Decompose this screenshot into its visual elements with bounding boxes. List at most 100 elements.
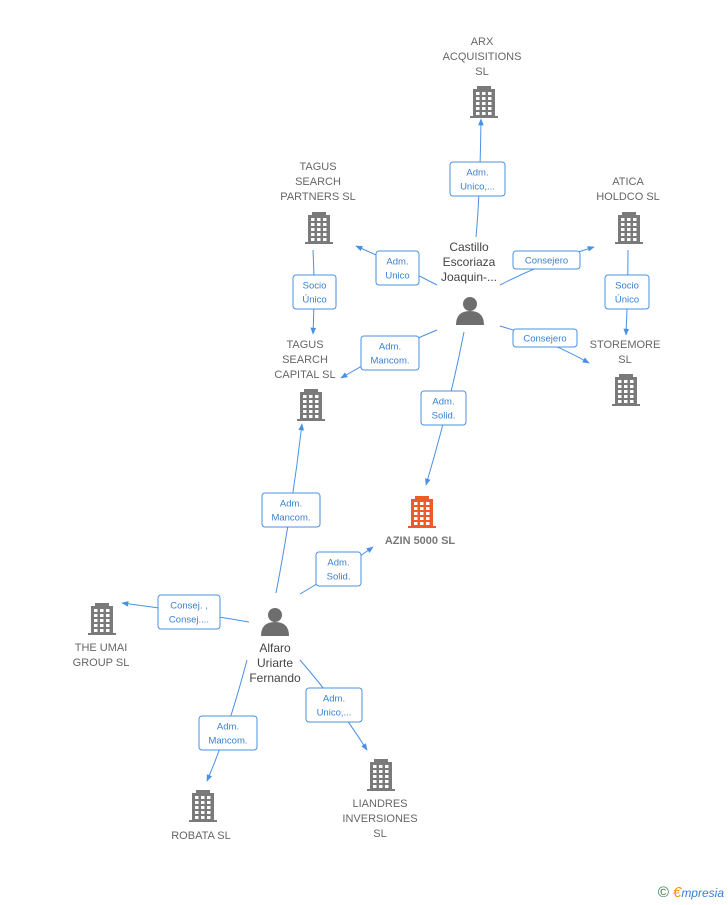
node-castillo[interactable]: CastilloEscoriazaJoaquin-... [441,240,497,325]
edge-label-box[interactable] [375,250,420,286]
edge-label-text: Socio [303,281,327,292]
building-icon [615,212,643,244]
edge-label-text: Mancom. [271,513,310,524]
node-tagus_sp[interactable]: TAGUS SEARCH PARTNERS SL [280,161,356,244]
edge-label-box[interactable] [292,274,337,310]
node-label: LIANDRES [352,798,407,810]
node-label: STOREMORE [590,339,661,351]
edge-e5: Consejero [499,325,590,364]
edge-e10: Adm. Solid. [299,546,374,595]
edge-label-text: Solid. [432,411,456,422]
node-storemore[interactable]: STOREMORE SL [590,339,661,406]
edge-label-text: Consejero [525,256,568,267]
node-label: CAPITAL SL [274,369,335,381]
building-icon [189,790,217,822]
person-icon [261,608,289,636]
edge-e13: Adm.Unico,... [299,659,368,751]
node-label: SEARCH [295,176,341,188]
person-icon [456,297,484,325]
edge-e12: Adm. Mancom. [198,659,258,782]
edge-label-text: Adm. [217,722,239,733]
edge-label-box[interactable] [420,390,467,426]
node-label: ACQUISITIONS [443,51,522,63]
edge-label-box[interactable] [315,551,362,587]
edge-e4: Adm. Mancom. [340,329,438,379]
edge-label-text: Socio [615,281,639,292]
edge-label-box[interactable] [512,250,581,270]
edge-e1: Adm. Unico,... [449,118,506,238]
node-azin[interactable]: AZIN 5000 SL [385,496,456,547]
edge-label-text: Consejero [523,334,566,345]
node-label: Escoriaza [443,255,496,269]
edge-e11: Consej. ,Consej.... [121,594,250,630]
edge-label-text: Adm. [379,342,401,353]
building-icon [305,212,333,244]
node-label: SL [618,354,631,366]
node-label: SL [475,66,488,78]
edge-label-text: Solid. [327,572,351,583]
node-label: ARX [471,36,494,48]
edge-e9: Adm. Mancom. [261,423,321,594]
edge-label-text: Unico [385,271,409,282]
edge-label-text: Mancom. [208,736,247,747]
edge-label-box[interactable] [360,335,420,371]
node-label: ATICA [612,176,644,188]
node-umai[interactable]: THE UMAI GROUP SL [73,603,130,669]
brand-initial: € [672,884,682,901]
node-atica[interactable]: ATICA HOLDCO SL [596,176,660,244]
node-label: Uriarte [257,656,293,670]
building-icon [470,86,498,118]
edge-label-text: Adm. [386,257,408,268]
node-label: INVERSIONES [342,813,417,825]
edge-label-box[interactable] [604,274,650,310]
edge-label-box[interactable] [261,492,321,528]
brand-name: mpresia [681,886,724,900]
node-label: GROUP SL [73,657,130,669]
footer-brand: © €mpresia [658,884,724,901]
building-icon [88,603,116,635]
node-arx[interactable]: ARX ACQUISITIONS SL [443,36,522,118]
edge-label-box[interactable] [305,687,363,723]
node-label: SL [373,828,386,840]
edge-label-text: Consej.... [169,615,209,626]
edge-e2: Adm. Unico [355,245,438,286]
edge-e6: Adm. Solid. [420,331,467,486]
node-label: Castillo [449,240,489,254]
node-liandres[interactable]: LIANDRES INVERSIONES SL [342,759,418,840]
edge-label-text: Adm. [432,397,454,408]
edge-label-text: Adm. [327,558,349,569]
node-label: PARTNERS SL [280,191,355,203]
node-label: TAGUS [299,161,336,173]
edge-label-text: Unico,... [317,708,352,719]
edge-label-text: Unico,... [460,182,495,193]
node-label: TAGUS [286,339,323,351]
node-label: Joaquin-... [441,270,497,284]
building-icon [408,496,436,528]
node-label: AZIN 5000 SL [385,535,456,547]
node-label: ROBATA SL [171,830,231,842]
node-label: Fernando [249,671,301,685]
edge-label-text: Adm. [466,168,488,179]
edge-label-box[interactable] [198,715,258,751]
edge-e3: Consejero [499,246,595,286]
edge-label-text: Único [615,295,639,306]
node-label: SEARCH [282,354,328,366]
node-label: THE UMAI [75,642,128,654]
node-robata[interactable]: ROBATA SL [171,790,231,842]
edge-label-text: Adm. [280,499,302,510]
node-label: Alfaro [259,641,291,655]
building-icon [367,759,395,791]
edge-label-box[interactable] [512,328,578,348]
building-icon [612,374,640,406]
node-tagus_cap[interactable]: TAGUS SEARCH CAPITAL SL [274,339,336,421]
node-label: HOLDCO SL [596,191,660,203]
edge-label-text: Mancom. [370,356,409,367]
edge-label-box[interactable] [449,161,506,197]
edge-label-box[interactable] [157,594,221,630]
edge-label-text: Único [302,295,326,306]
building-icon [297,389,325,421]
